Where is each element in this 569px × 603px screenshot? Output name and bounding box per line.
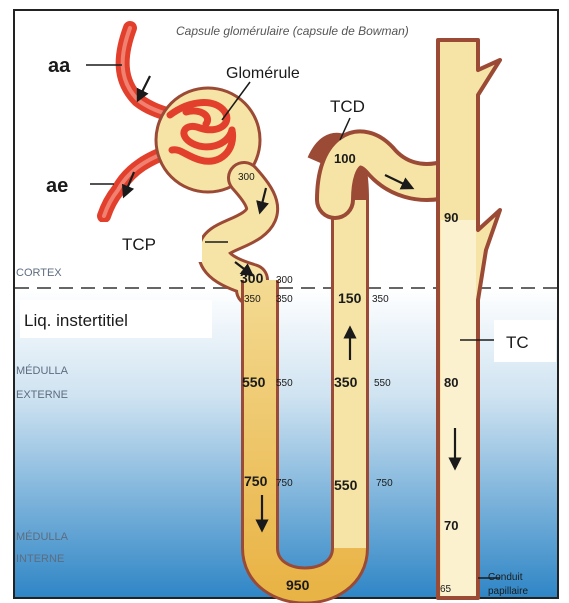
value-asc-150: 150 xyxy=(338,290,362,306)
label-ae: ae xyxy=(46,175,68,197)
value-capsule-300: 300 xyxy=(238,172,255,183)
label-liq: Liq. instertitiel xyxy=(24,311,128,330)
interstitial-350-a: 350 xyxy=(244,294,261,305)
label-tcd: TCD xyxy=(330,97,365,116)
interstitial-300: 300 xyxy=(276,275,293,286)
label-glomerule: Glomérule xyxy=(226,65,300,82)
zone-medulla-int-1: MÉDULLA xyxy=(16,530,69,543)
label-conduit-2: papillaire xyxy=(488,586,528,597)
label-tcp: TCP xyxy=(122,235,156,254)
value-tc-90: 90 xyxy=(444,210,458,225)
value-desc-750: 750 xyxy=(244,473,268,489)
value-asc-550: 550 xyxy=(334,477,358,493)
value-loop-950: 950 xyxy=(286,577,310,593)
value-tc-70: 70 xyxy=(444,518,458,533)
zone-medulla-int-2: INTERNE xyxy=(16,553,64,565)
value-tc-80: 80 xyxy=(444,375,458,390)
interstitial-550-b: 550 xyxy=(374,378,391,389)
label-tc: TC xyxy=(506,333,529,352)
caption: Capsule glomérulaire (capsule de Bowman) xyxy=(176,24,409,38)
value-asc-350: 350 xyxy=(334,374,358,390)
value-tcd-100: 100 xyxy=(334,151,356,166)
interstitial-350-b: 350 xyxy=(276,294,293,305)
label-conduit-1: Conduit xyxy=(488,572,523,583)
interstitial-550-a: 550 xyxy=(276,378,293,389)
zone-medulla-ext-2: EXTERNE xyxy=(16,389,68,401)
zone-medulla-ext-1: MÉDULLA xyxy=(16,364,69,377)
collecting-duct-lumen-fill xyxy=(441,220,476,596)
value-tcp-300: 300 xyxy=(240,270,264,286)
value-desc-550: 550 xyxy=(242,374,266,390)
label-aa: aa xyxy=(48,55,71,77)
zone-cortex: CORTEX xyxy=(16,267,62,279)
interstitial-750-a: 750 xyxy=(276,478,293,489)
interstitial-350-c: 350 xyxy=(372,294,389,305)
interstitial-750-b: 750 xyxy=(376,478,393,489)
value-tc-65: 65 xyxy=(440,584,452,595)
